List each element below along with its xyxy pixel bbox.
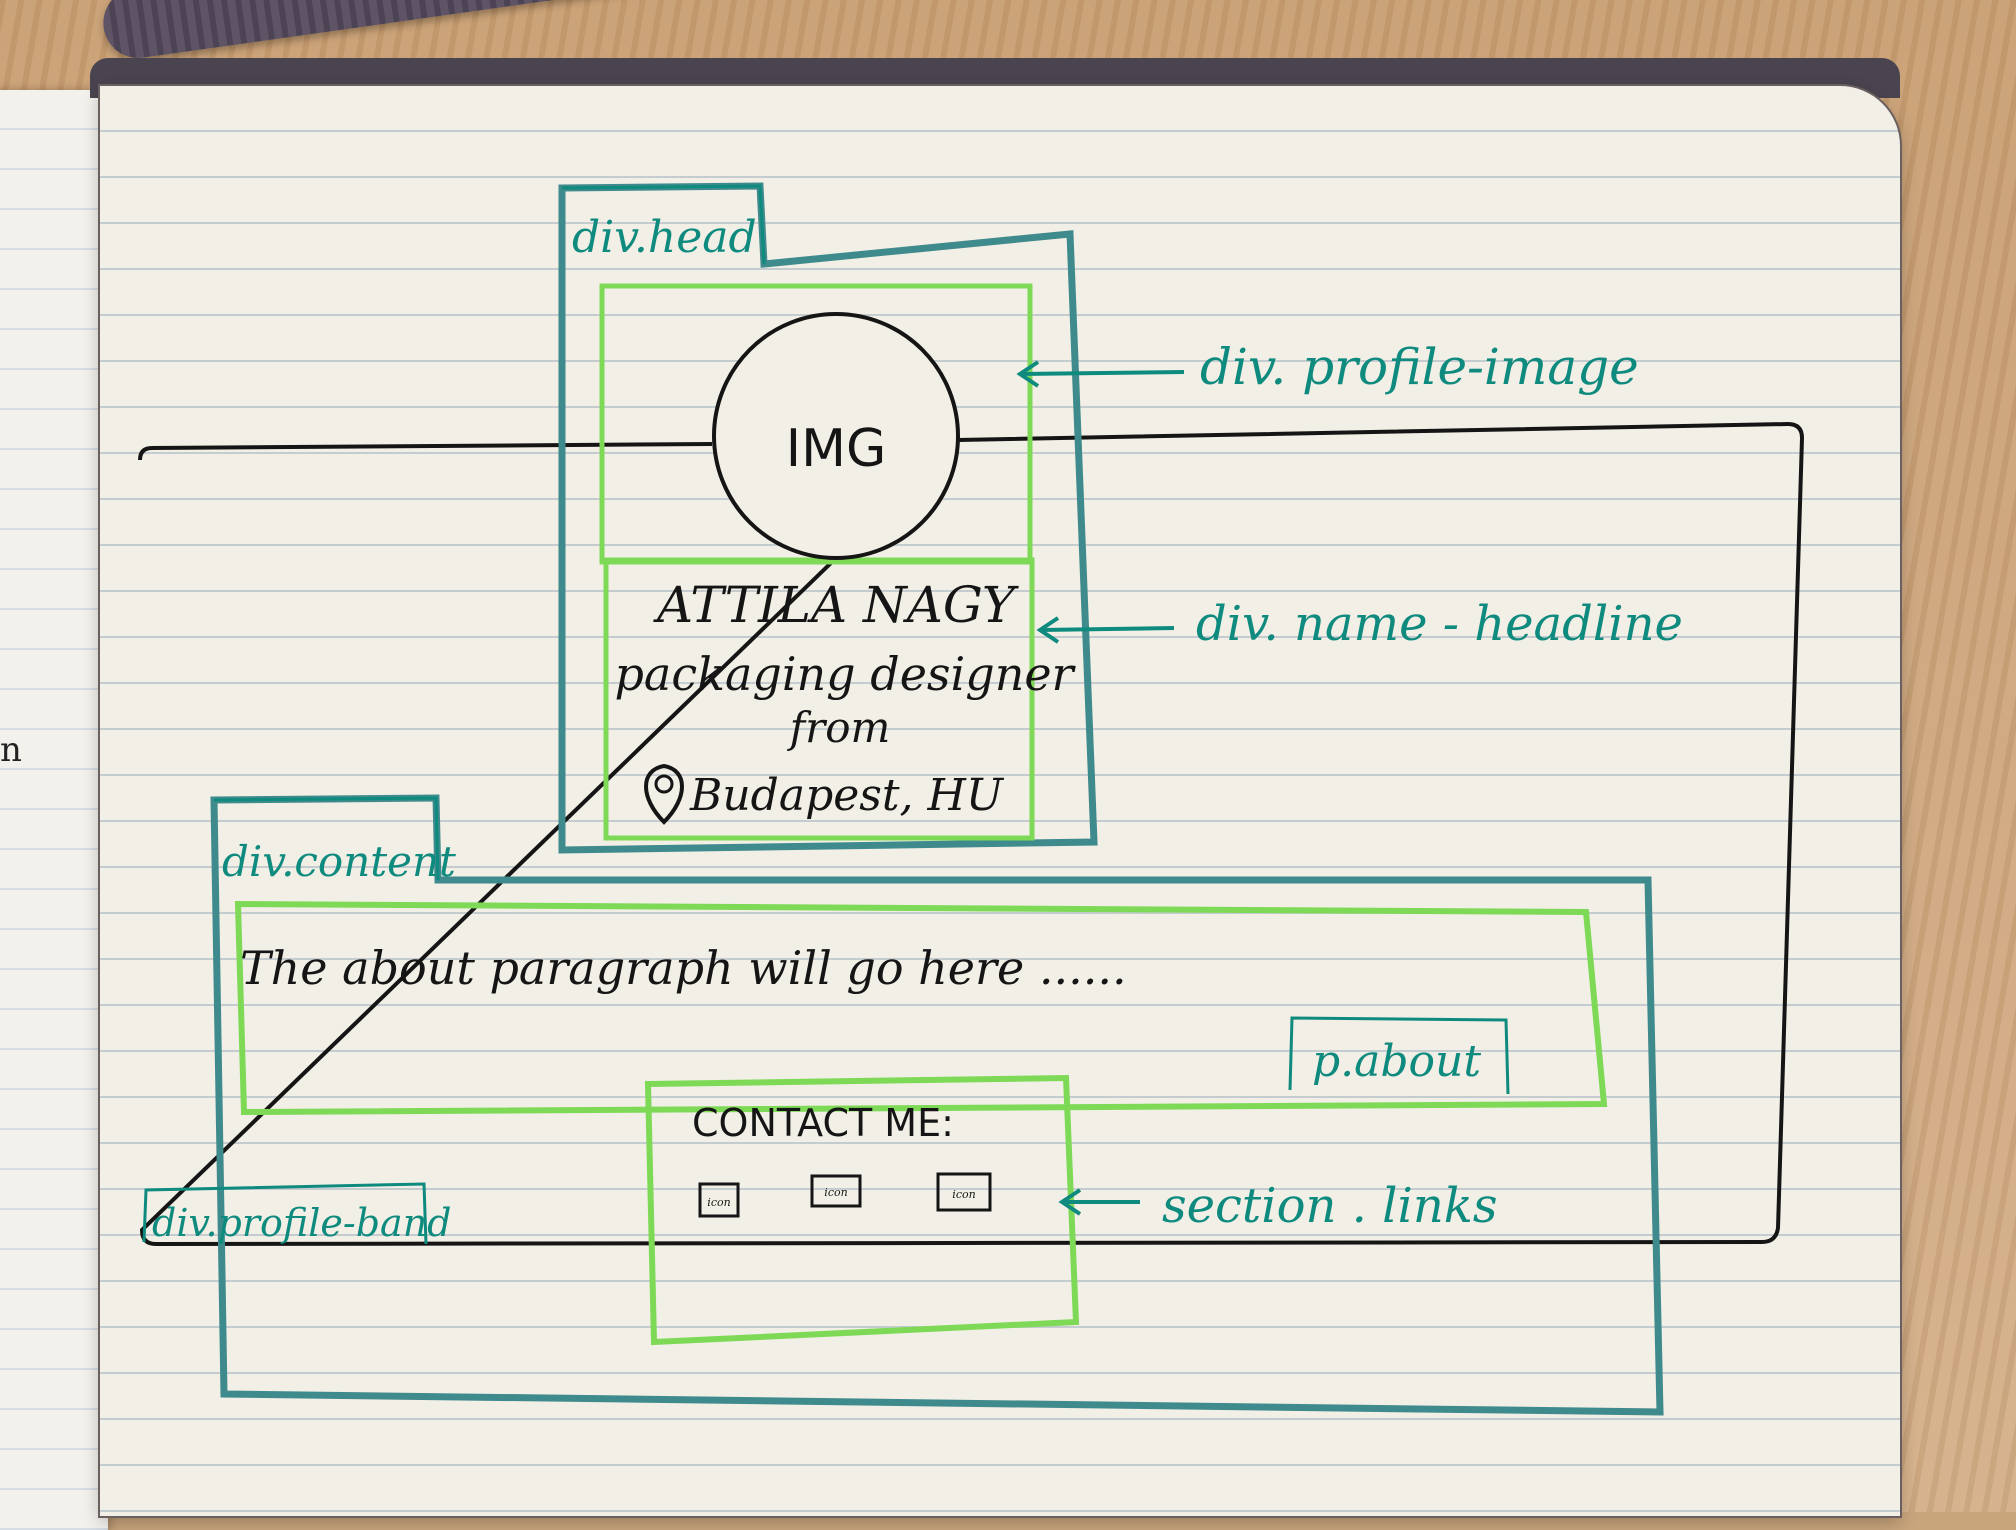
- profile-image-circle: [712, 312, 960, 560]
- headline-line-2: from: [787, 703, 891, 752]
- profile-name: ATTILA NAGY: [653, 576, 1019, 634]
- about-box: [234, 900, 1608, 1116]
- contact-icon-3: icon: [936, 1172, 992, 1212]
- location-pin-icon: [644, 763, 684, 825]
- contact-title: CONTACT ME:: [692, 1101, 954, 1145]
- svg-text:icon: icon: [707, 1196, 730, 1209]
- img-placeholder-text: IMG: [786, 419, 887, 479]
- label-section-links: section . links: [1162, 1178, 1497, 1234]
- contact-icon-1: icon: [698, 1182, 740, 1218]
- about-tab: [1288, 1016, 1510, 1095]
- contact-icon-2: icon: [810, 1174, 862, 1208]
- label-div-profile-image: div. profile-image: [1200, 338, 1639, 396]
- label-div-head: div.head: [572, 212, 757, 263]
- label-div-name-headline: div. name - headline: [1196, 596, 1683, 652]
- name-headline-box: [603, 557, 1035, 841]
- label-div-content: div.content: [222, 837, 456, 886]
- location-text: Budapest, HU: [689, 770, 1005, 821]
- svg-text:icon: icon: [824, 1186, 847, 1199]
- svg-text:icon: icon: [952, 1188, 975, 1201]
- label-p-about: p.about: [1312, 1036, 1481, 1087]
- head-tab: [561, 184, 766, 265]
- label-div-profile-band: div.profile-band: [152, 1201, 452, 1245]
- links-box: [644, 1074, 1080, 1346]
- content-tab: [213, 796, 440, 881]
- profile-band-tab: [142, 1182, 428, 1245]
- about-paragraph: The about paragraph will go here ......: [240, 941, 1127, 995]
- left-notebook-page: n: [0, 90, 108, 1530]
- profile-band-box: [138, 421, 1805, 1247]
- annotation-arrows: [1016, 360, 1185, 1216]
- headline-line-1: packaging designer: [614, 647, 1076, 701]
